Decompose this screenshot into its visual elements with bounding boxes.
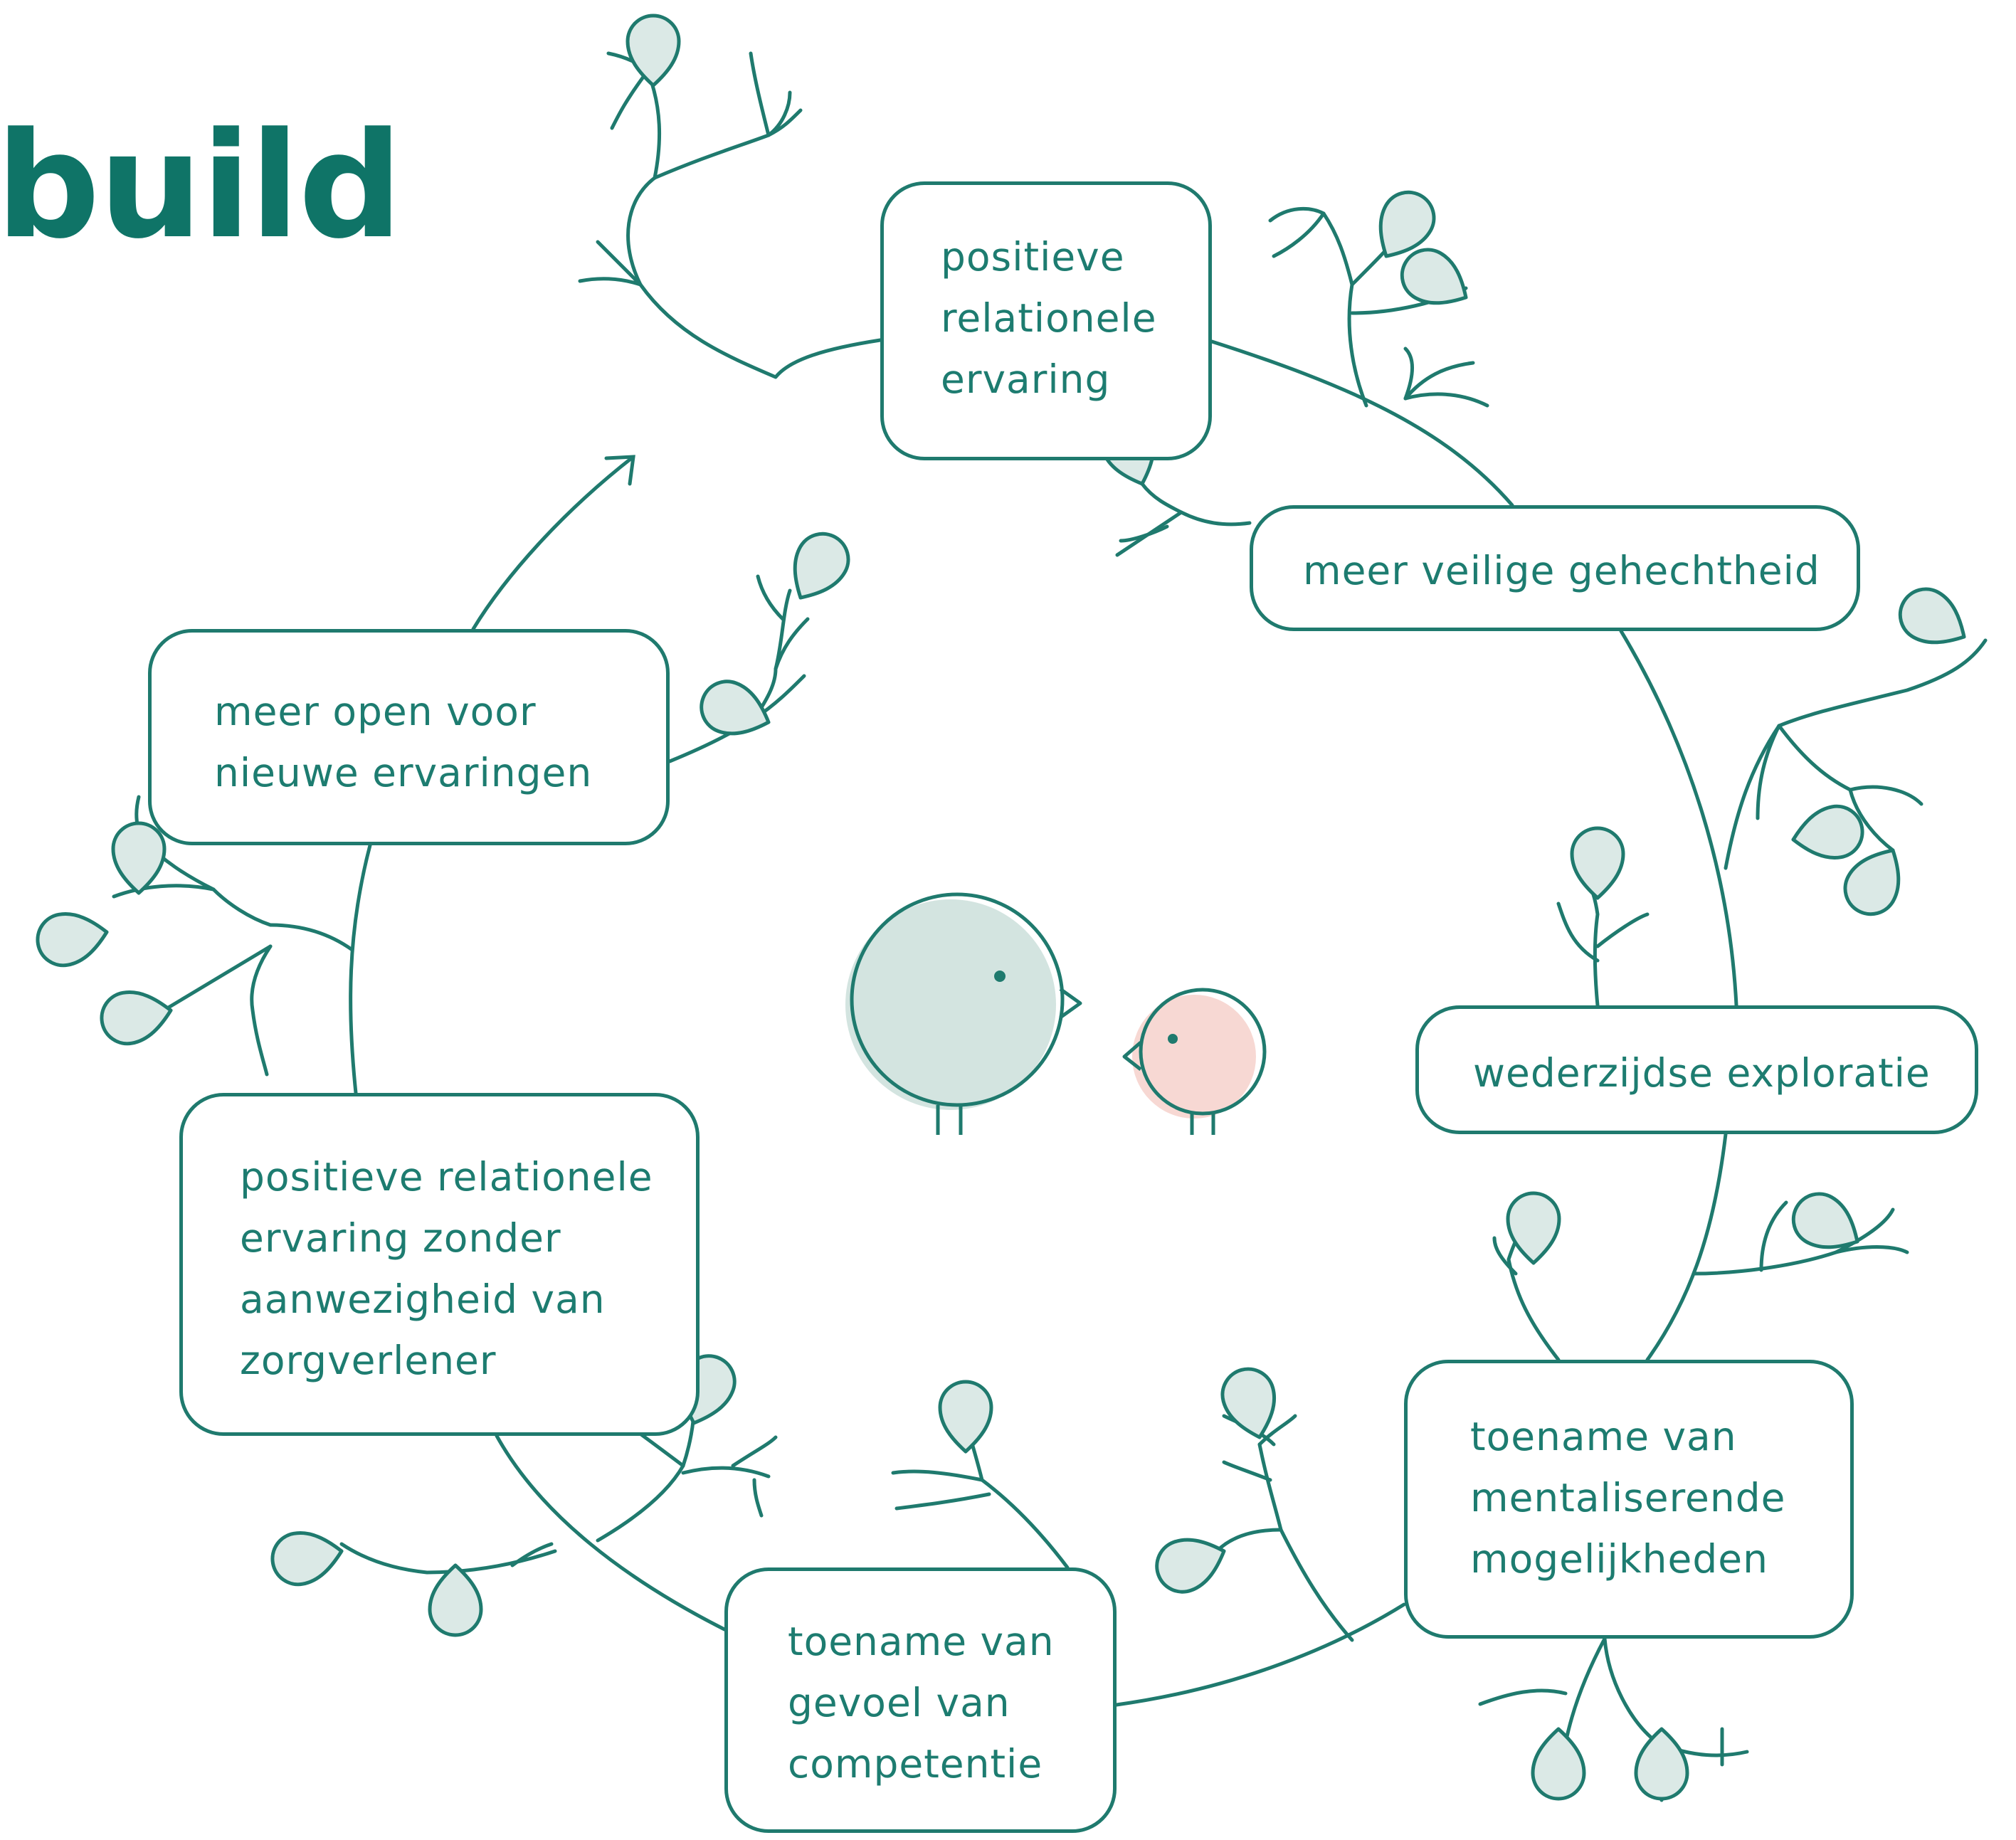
small-bird-icon — [1122, 988, 1267, 1135]
connector-1-2 — [1210, 339, 1514, 507]
connector-6-7 — [349, 843, 372, 1095]
cycle-step-open-to-new-experiences: meer open voor nieuwe ervaringen — [148, 629, 670, 845]
step-label: wederzijdse exploratie — [1473, 1050, 1931, 1096]
step-label: toename van mentaliserende mogelijkheden — [1470, 1414, 1786, 1582]
cycle-step-positive-experience: positieve relationele ervaring — [880, 181, 1212, 460]
leaf-branch-icon — [628, 16, 679, 85]
connector-2-3 — [1619, 629, 1738, 1008]
cycle-step-secure-attachment: meer veilige gehechtheid — [1250, 505, 1860, 631]
step-label: positieve relationele ervaring zonder aa… — [240, 1154, 653, 1383]
cycle-connectors — [349, 339, 1738, 1707]
leaf-branch-icon — [1789, 803, 1867, 865]
leaf-branch-icon — [779, 524, 857, 610]
step-label: meer veilige gehechtheid — [1303, 548, 1820, 593]
leaf-branch-icon — [1891, 580, 1977, 659]
leaf-branch-icon — [1572, 828, 1623, 898]
leaf-branch-icon — [1508, 1193, 1559, 1263]
step-label: meer open voor nieuwe ervaringen — [214, 689, 593, 795]
leaf-branch-icon — [268, 1526, 346, 1589]
connector-5-6 — [495, 1434, 727, 1632]
leaf-branch-icon — [1150, 1527, 1233, 1599]
big-bird-icon — [845, 892, 1082, 1135]
leaf-branch-icon — [1533, 1729, 1584, 1799]
leaf-branch-icon — [695, 675, 778, 746]
leaf-branch-icon — [97, 985, 175, 1048]
leaf-branch-icon — [940, 1382, 991, 1452]
cycle-step-mutual-exploration: wederzijdse exploratie — [1415, 1005, 1978, 1134]
arrow-head-icon — [604, 455, 635, 486]
leaf-branch-icon — [430, 1565, 481, 1635]
cycle-step-experience-without-caregiver: positieve relationele ervaring zonder aa… — [179, 1093, 700, 1436]
leaf-branch-icon — [113, 823, 164, 893]
connector-3-4 — [1645, 1132, 1728, 1362]
page-title: build — [0, 102, 403, 271]
connector-4-5 — [1114, 1602, 1406, 1707]
leaf-branch-icon — [1784, 1185, 1870, 1264]
step-label: positieve relationele ervaring — [941, 234, 1157, 402]
leaf-branch-icon — [1636, 1729, 1687, 1799]
cycle-step-competence: toename van gevoel van competentie — [724, 1567, 1117, 1833]
cycle-step-mentalizing: toename van mentaliserende mogelijkheden — [1404, 1360, 1854, 1639]
leaf-branch-icon — [33, 907, 111, 970]
step-label: toename van gevoel van competentie — [788, 1619, 1055, 1787]
connector-7-arrow — [471, 455, 635, 631]
